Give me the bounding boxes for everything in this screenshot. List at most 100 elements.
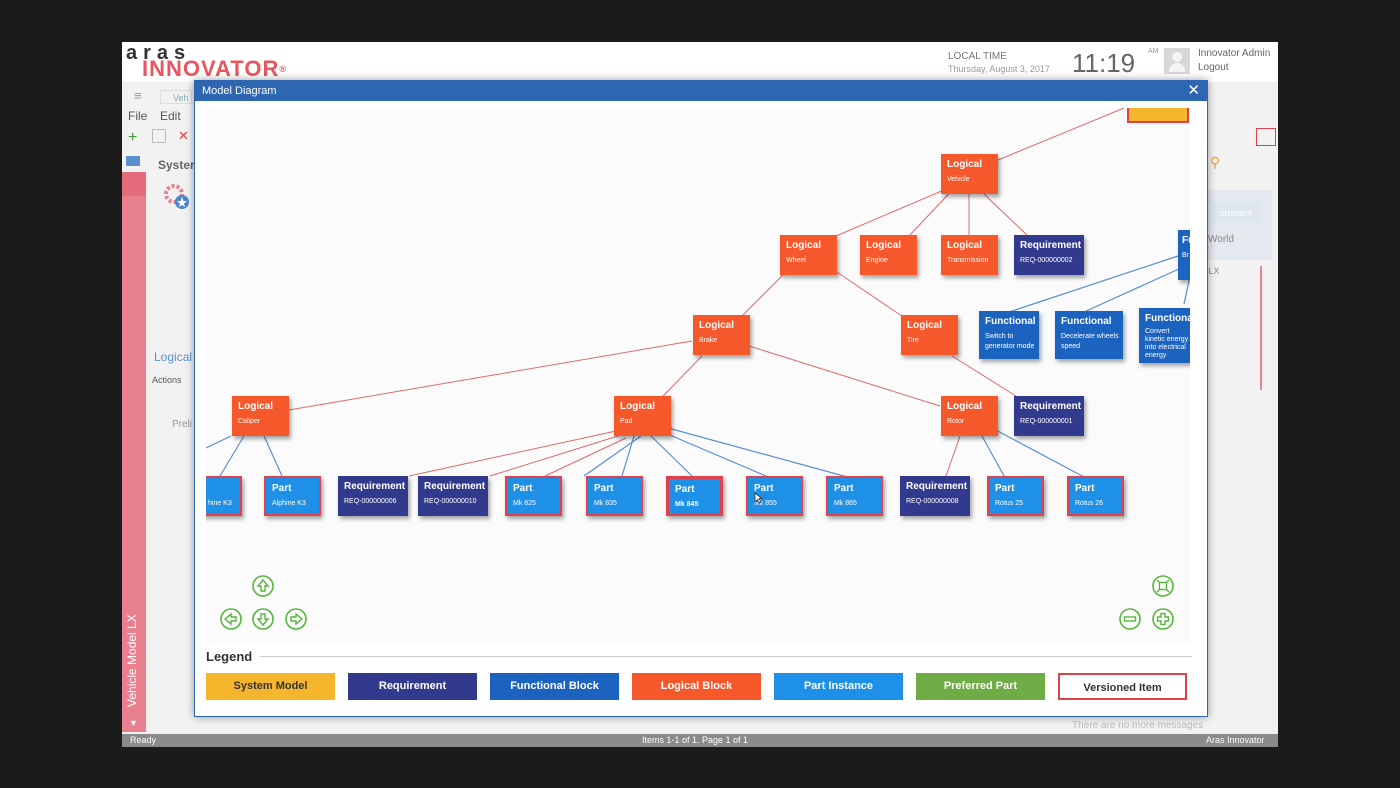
node-engine[interactable]: Logical Engine (860, 235, 917, 275)
arrow-up-icon[interactable] (252, 575, 274, 597)
node-name: Rotor (947, 418, 965, 425)
side-down-icon[interactable]: ▼ (129, 718, 138, 728)
actions-dropdown[interactable]: Actions (152, 375, 182, 385)
node-name: Mk 825 (513, 500, 536, 507)
avatar-icon[interactable] (1164, 48, 1190, 74)
red-links (288, 108, 1125, 477)
node-req1[interactable]: Requirement REQ-000000001 (1014, 396, 1084, 436)
node-part-mk865[interactable]: Part Mk 865 (826, 476, 883, 516)
close-icon[interactable]: ✕ (1187, 82, 1200, 99)
node-type: Functional (1145, 313, 1190, 324)
node-tire[interactable]: Logical Tire (901, 315, 958, 355)
right-panel (1208, 190, 1272, 260)
link-rotor-rotus25 (981, 435, 1005, 477)
comment-button[interactable]: omment (1212, 204, 1260, 222)
user-name: Innovator Admin (1198, 48, 1271, 59)
menu-edit[interactable]: Edit (160, 109, 181, 123)
right-scrollbar[interactable] (1260, 266, 1262, 390)
delete-icon[interactable]: ✕ (178, 128, 189, 143)
node-part-mk835[interactable]: Part Mk 835 (586, 476, 643, 516)
node-caliper[interactable]: Logical Caliper (232, 396, 289, 436)
node-type: Part (1075, 483, 1095, 494)
link-wheel-brake (742, 273, 785, 316)
node-rotor[interactable]: Logical Rotor (941, 396, 998, 436)
arrow-right-icon[interactable] (285, 608, 307, 630)
save-icon[interactable] (152, 129, 166, 143)
node-type: Requirement (344, 481, 406, 492)
side-item-label: Vehicle Model LX (125, 614, 139, 707)
node-name: Switch to generator mode (985, 333, 1035, 350)
node-wheel[interactable]: Logical Wheel (780, 235, 837, 275)
dialog-titlebar[interactable]: Model Diagram ✕ (195, 81, 1207, 101)
node-part-rotus26[interactable]: Part Rotus 26 (1067, 476, 1124, 516)
fit-to-screen-icon[interactable] (1152, 575, 1174, 597)
zoom-in-icon[interactable] (1152, 608, 1174, 630)
node-part-alphine-k3[interactable]: Part Alphine K3 (264, 476, 321, 516)
avatar-body (1169, 63, 1185, 72)
link-pad-part865 (667, 427, 852, 479)
menu-file[interactable]: File (128, 109, 148, 123)
node-req2[interactable]: Requirement REQ-000000002 (1014, 235, 1084, 275)
node-req6[interactable]: Requirement REQ-000000006 (338, 476, 408, 516)
node-type: Part (513, 483, 533, 494)
node-name: Decelerate wheels speed (1061, 333, 1119, 350)
link-brake-caliper (288, 340, 693, 411)
node-name: Caliper (238, 418, 261, 425)
node-name: Rotus 25 (995, 500, 1024, 507)
node-type: Requirement (1020, 401, 1082, 412)
node-transmission[interactable]: Logical Transmission (941, 235, 998, 275)
image-icon[interactable] (126, 156, 140, 166)
menu-hamburger-icon[interactable]: ≡ (134, 88, 142, 103)
node-pad[interactable]: Logical Pad (614, 396, 671, 436)
prelim-cell: Preli (172, 419, 193, 430)
logical-tab[interactable]: Logical (154, 350, 193, 364)
system-model-node[interactable] (1127, 108, 1189, 123)
clock-ampm: AM (1148, 48, 1159, 55)
node-vehicle[interactable]: Logical Vehicle (941, 154, 998, 194)
node-name: Mk 855 (754, 500, 777, 507)
node-func-convert[interactable]: Functional Convert kinetic energy into e… (1139, 308, 1190, 363)
node-name: Rotus 26 (1075, 500, 1104, 507)
search-icon[interactable]: ⚲ (1210, 154, 1221, 170)
node-req10[interactable]: Requirement REQ-000000010 (418, 476, 488, 516)
node-part-rotus25[interactable]: Part Rotus 25 (987, 476, 1044, 516)
breadcrumb-tab[interactable]: Veh (160, 90, 192, 104)
node-part-mk845[interactable]: Part Mk 845 (666, 476, 723, 516)
node-part-k3-clipped[interactable]: Part hine K3 (206, 476, 242, 516)
logo-innovator: INNOVATOR® (142, 58, 287, 80)
world-dropdown[interactable]: World (1208, 234, 1234, 245)
zoom-out-icon[interactable] (1119, 608, 1141, 630)
link-pad-part845 (650, 435, 693, 477)
side-image-icon[interactable] (122, 172, 146, 196)
node-req8[interactable]: Requirement REQ-000000008 (900, 476, 970, 516)
node-name: REQ-000000010 (424, 498, 477, 505)
link-caliper-partclip (219, 435, 245, 477)
link-brake-rotor (748, 345, 941, 407)
new-item-icon[interactable]: + (128, 129, 138, 146)
link-vehicle-wheel (835, 183, 959, 237)
close-panel-icon[interactable] (1256, 128, 1276, 146)
node-type: Logical (947, 401, 983, 412)
node-type: Part (675, 484, 695, 495)
node-brake[interactable]: Logical Brake (693, 315, 750, 355)
node-name: Transmission (947, 257, 989, 264)
node-part-mk825[interactable]: Part Mk 825 (505, 476, 562, 516)
node-name: REQ-000000008 (906, 498, 959, 505)
diagram-canvas[interactable]: Logical Vehicle Logical Wheel Logical En… (206, 108, 1190, 642)
link-pad-part825 (544, 437, 627, 477)
node-type: Requirement (1020, 240, 1082, 251)
node-func-decel[interactable]: Functional Decelerate wheels speed (1055, 311, 1123, 359)
node-name: Pad (620, 418, 633, 425)
status-app-name: Aras Innovator (1206, 735, 1265, 745)
node-part-mk855[interactable]: Part Mk 855 (746, 476, 803, 516)
node-type: Part (995, 483, 1015, 494)
dialog-title: Model Diagram (202, 85, 277, 97)
logout-link[interactable]: Logout (1198, 62, 1229, 73)
arrow-left-icon[interactable] (220, 608, 242, 630)
node-type: Part (834, 483, 854, 494)
node-type: Logical (947, 159, 983, 170)
node-func-switch[interactable]: Functional Switch to generator mode (979, 311, 1039, 359)
node-func-top[interactable]: Fu Br ge (1178, 230, 1190, 280)
arrow-down-icon[interactable] (252, 608, 274, 630)
node-type: Requirement (906, 481, 968, 492)
